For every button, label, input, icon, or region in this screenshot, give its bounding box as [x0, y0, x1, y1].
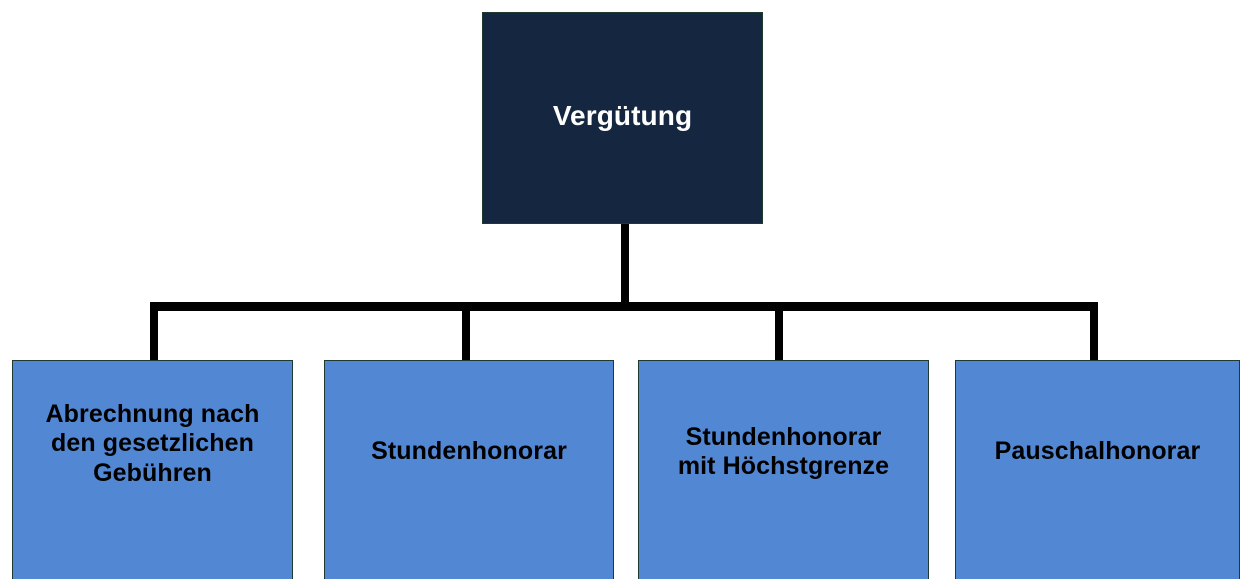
node-child-stundenhonorar-hoechstgrenze[interactable]: Stundenhonorar mit Höchstgrenze — [638, 360, 929, 579]
node-child-stundenhonorar[interactable]: Stundenhonorar — [324, 360, 614, 579]
node-child-4-label: Pauschalhonorar — [994, 437, 1201, 466]
node-root-label: Vergütung — [552, 100, 693, 131]
connector-drop-4 — [1090, 306, 1098, 362]
connector-drop-3 — [775, 306, 783, 362]
connector-horizontal-bus — [150, 302, 1098, 311]
node-child-2-label: Stundenhonorar — [371, 437, 567, 466]
connector-drop-1 — [150, 306, 158, 362]
node-root-verguetung[interactable]: Vergütung — [482, 12, 763, 224]
connector-root-stem — [621, 222, 629, 306]
node-child-pauschalhonorar[interactable]: Pauschalhonorar — [955, 360, 1240, 579]
node-child-1-label: Abrechnung nach den gesetzlichen Gebühre… — [45, 399, 260, 487]
node-child-3-label: Stundenhonorar mit Höchstgrenze — [677, 422, 890, 481]
connector-drop-2 — [462, 306, 470, 362]
node-child-abrechnung-gesetzliche-gebuehren[interactable]: Abrechnung nach den gesetzlichen Gebühre… — [12, 360, 293, 579]
